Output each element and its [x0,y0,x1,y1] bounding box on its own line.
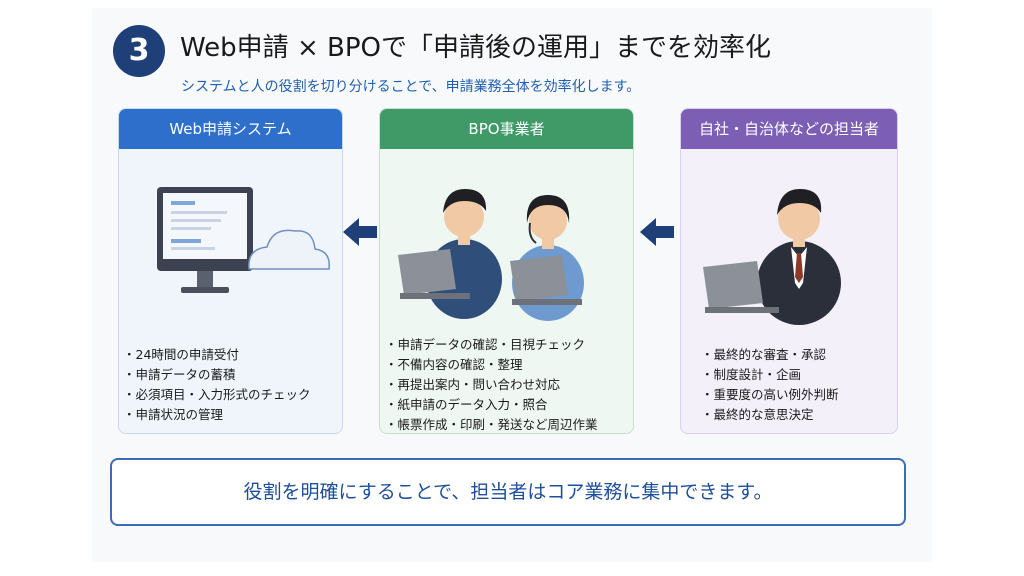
laptop-icon [398,249,470,299]
step-number-badge: 3 [113,25,165,77]
panel-web-system-title: Web申請システム [119,109,342,149]
page-subtitle: システムと人の役割を切り分けることで、申請業務全体を効率化します。 [181,79,641,95]
panel-web-system: Web申請システム ・24時間の申請受付 ・申請データの蓄積 ・必須項目・入力形… [118,108,343,434]
bpo-task-list: ・申請データの確認・目視チェック ・不備内容の確認・整理 ・再提出案内・問い合わ… [385,335,598,433]
panel-staff-title: 自社・自治体などの担当者 [681,109,897,149]
panel-staff: 自社・自治体などの担当者 ・最終的な審査・承認 ・制度設計・企画 ・重要度の高い… [680,108,898,434]
list-item: ・再提出案内・問い合わせ対応 [385,377,561,392]
page-title: Web申請 × BPOで「申請後の運用」までを効率化 [180,33,771,63]
laptop-icon [703,261,779,313]
panel-bpo: BPO事業者 ・申請データの確認・目視チェック ・不備内容の確認・整理 ・再提出… [379,108,634,434]
list-item: ・申請データの蓄積 [123,367,236,382]
list-item: ・紙申請のデータ入力・照合 [385,397,548,412]
cloud-icon [248,229,330,270]
bpo-operators-illustration [398,189,584,321]
list-item: ・制度設計・企画 [701,367,802,382]
list-item: ・24時間の申請受付 [123,347,239,362]
list-item: ・必須項目・入力形式のチェック [123,387,311,402]
list-item: ・帳票作成・印刷・発送など周辺作業 [385,417,598,432]
staff-illustration [703,189,841,325]
summary-message-box: 役割を明確にすることで、担当者はコア業務に集中できます。 [110,458,906,526]
list-item: ・最終的な審査・承認 [701,347,827,362]
businessman-icon [757,189,841,325]
list-item: ・重要度の高い例外判断 [701,387,839,402]
list-item: ・不備内容の確認・整理 [385,357,523,372]
list-item: ・申請データの確認・目視チェック [385,337,586,352]
arrow-left-icon [640,218,674,246]
arrow-left-icon [343,218,377,246]
web-system-task-list: ・24時間の申請受付 ・申請データの蓄積 ・必須項目・入力形式のチェック ・申請… [123,345,311,425]
monitor-icon [157,187,253,293]
list-item: ・申請状況の管理 [123,407,224,422]
monitor-cloud-illustration [157,187,330,293]
list-item: ・最終的な意思決定 [701,407,814,422]
laptop-icon [510,255,582,305]
panel-bpo-title: BPO事業者 [380,109,633,149]
staff-task-list: ・最終的な審査・承認 ・制度設計・企画 ・重要度の高い例外判断 ・最終的な意思決… [701,345,839,425]
